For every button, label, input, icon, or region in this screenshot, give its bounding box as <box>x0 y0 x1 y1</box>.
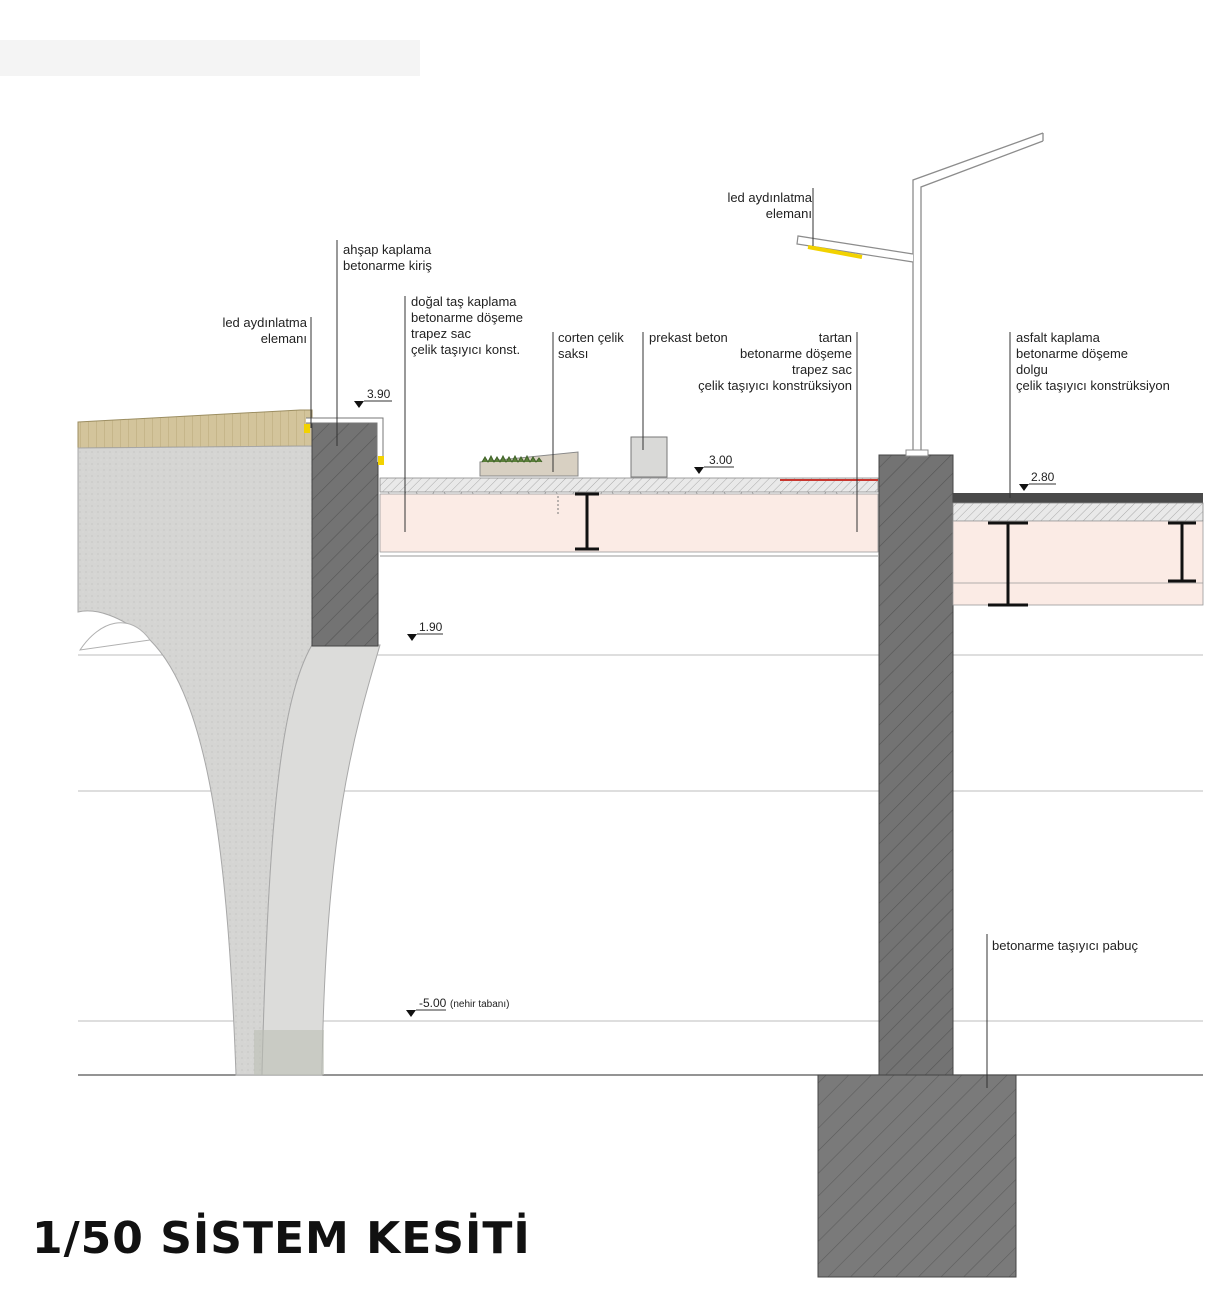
drawing-title: 1/50 SİSTEM KESİTİ <box>32 1211 531 1264</box>
annotation-line: betonarme döşeme <box>411 310 523 325</box>
precast-block <box>630 436 668 478</box>
level-2-80-text: 2.80 <box>1031 470 1055 484</box>
lamp-led <box>807 245 863 259</box>
annotation-line: betonarme döşeme <box>740 346 852 361</box>
i-beam-middle <box>575 492 599 551</box>
level-3-90-text: 3.90 <box>367 387 391 401</box>
pole-base <box>905 449 929 457</box>
main-column <box>878 454 954 1076</box>
corten-planter <box>479 451 579 477</box>
annotation-line: betonarme taşıyıcı pabuç <box>992 938 1138 953</box>
road-slab <box>952 502 1204 522</box>
lamp-arm <box>796 235 914 263</box>
level-river-bed: -5.00 (nehir tabanı) <box>406 996 509 1017</box>
annotation-line: asfalt kaplama <box>1016 330 1101 345</box>
label-footing: betonarme taşıyıcı pabuç <box>992 938 1138 953</box>
annotation-line: tartan <box>819 330 852 345</box>
road-steel-zone <box>952 520 1204 606</box>
annotation-line: çelik taşıyıcı konst. <box>411 342 520 357</box>
annotation-line: elemanı <box>766 206 812 221</box>
concrete-beam <box>311 419 379 647</box>
annotation-line: dolgu <box>1016 362 1048 377</box>
annotation-line: betonarme döşeme <box>1016 346 1128 361</box>
led-strip-railing <box>378 456 384 465</box>
annotation-line: ahşap kaplama <box>343 242 432 257</box>
level-2-80: 2.80 <box>1019 470 1056 491</box>
level-1-90-text: 1.90 <box>419 620 443 634</box>
led-railing-outline <box>306 417 384 462</box>
annotation-line: led aydınlatma <box>727 190 812 205</box>
annotation-line: prekast beton <box>649 330 728 345</box>
lamp-pole <box>912 132 1044 452</box>
asphalt-layer <box>953 493 1203 503</box>
led-strip-left <box>304 424 310 433</box>
level-1-90: 1.90 <box>407 620 443 641</box>
pier-base-stain <box>254 1030 324 1075</box>
level-3-00: 3.00 <box>694 453 734 474</box>
level-3-00-text: 3.00 <box>709 453 733 467</box>
level-river-bed-text: -5.00 <box>419 996 447 1010</box>
annotation-line: saksı <box>558 346 588 361</box>
arch-opening <box>78 622 151 651</box>
wood-cladding <box>77 409 313 449</box>
deck-steel-zone <box>379 493 879 553</box>
lamp-pole-fill <box>914 185 920 451</box>
annotation-line: elemanı <box>261 331 307 346</box>
annotation-line: doğal taş kaplama <box>411 294 517 309</box>
footing <box>817 1074 1017 1278</box>
label-precast: prekast beton <box>649 330 728 345</box>
level-river-bed-note: (nehir tabanı) <box>450 999 509 1010</box>
annotation-line: led aydınlatma <box>222 315 307 330</box>
planter-grass <box>481 454 543 464</box>
i-beam-road-1 <box>988 521 1028 607</box>
level-3-90: 3.90 <box>354 387 392 408</box>
led-railing <box>306 417 383 462</box>
annotation-line: çelik taşıyıcı konstrüksiyon <box>1016 378 1170 393</box>
i-beam-road-2 <box>1168 521 1196 583</box>
annotation-line: trapez sac <box>411 326 471 341</box>
deck-topping <box>379 477 879 493</box>
annotation-line: betonarme kiriş <box>343 258 432 273</box>
annotation-line: corten çelik <box>558 330 624 345</box>
annotation-line: çelik taşıyıcı konstrüksiyon <box>698 378 852 393</box>
corner-smudge <box>0 40 420 76</box>
annotation-line: trapez sac <box>792 362 852 377</box>
